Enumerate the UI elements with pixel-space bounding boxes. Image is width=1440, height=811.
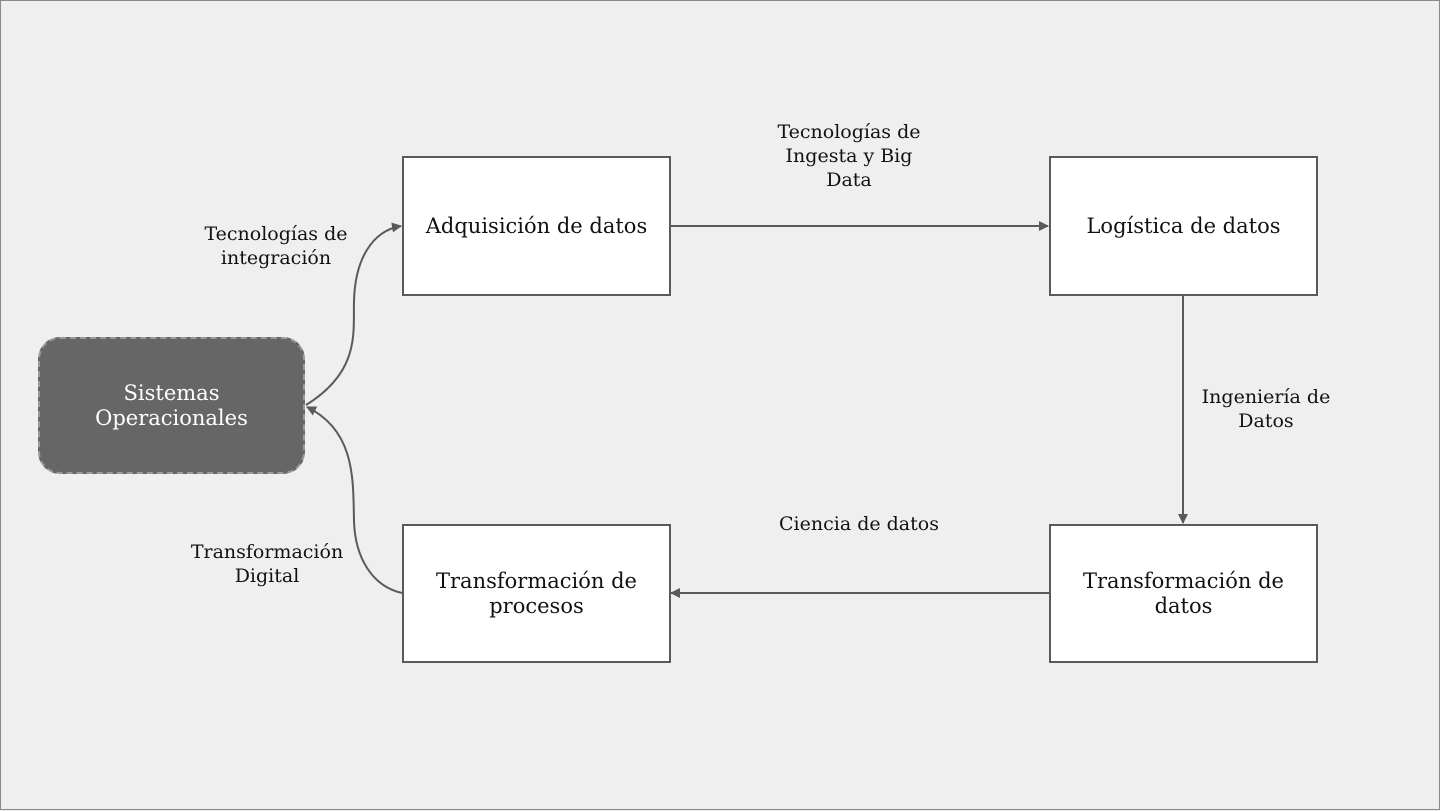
edge-label-integracion: Tecnologías de integración (204, 223, 348, 269)
connector-digital (306, 406, 403, 594)
edge-label-ingenieria: Ingeniería de Datos (1201, 386, 1331, 432)
edge-label-ingesta: Tecnologías de Ingesta y Big Data (777, 121, 921, 191)
node-label: Transformación de procesos (436, 568, 637, 618)
edge-label-ciencia: Ciencia de datos (779, 513, 939, 535)
node-logistica-datos: Logística de datos (1049, 156, 1318, 296)
node-sistemas-operacionales: Sistemas Operacionales (38, 337, 305, 474)
edge-label-digital: Transformación Digital (190, 541, 344, 587)
node-label: Logística de datos (1086, 213, 1281, 238)
node-label: Adquisición de datos (425, 213, 648, 238)
node-transformacion-procesos: Transformación de procesos (402, 524, 671, 663)
node-label: Sistemas Operacionales (95, 380, 248, 430)
node-label: Transformación de datos (1083, 568, 1284, 618)
connector-integracion (305, 222, 402, 406)
node-adquisicion-datos: Adquisición de datos (402, 156, 671, 296)
node-transformacion-datos: Transformación de datos (1049, 524, 1318, 663)
